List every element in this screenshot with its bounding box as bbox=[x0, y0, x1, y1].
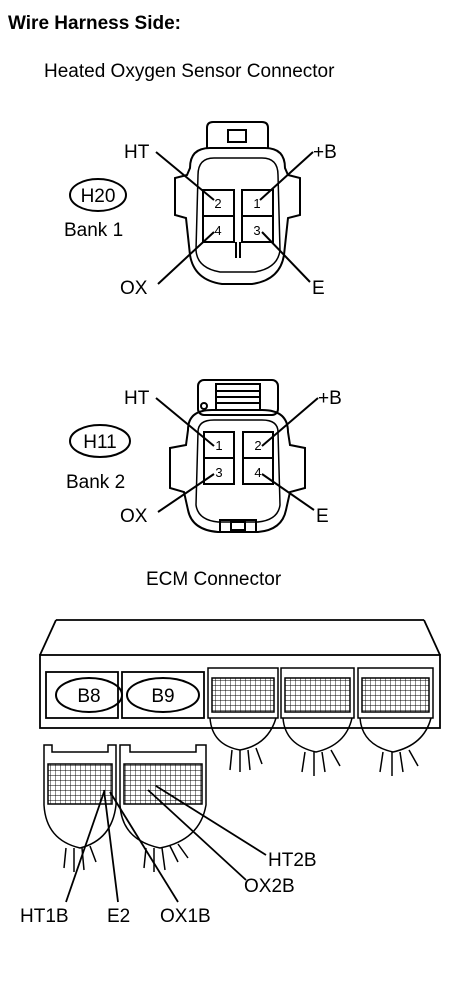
terminal-e2: E2 bbox=[107, 906, 130, 927]
bank2-code-oval bbox=[69, 424, 131, 458]
bank2-code: H11 bbox=[83, 432, 116, 453]
bank1-code: H20 bbox=[81, 186, 116, 207]
ecm-plug-c bbox=[357, 667, 434, 776]
bank1-pin-4: 4 bbox=[214, 223, 221, 238]
bank1-pin-3: 3 bbox=[253, 223, 260, 238]
terminal-ht1b: HT1B bbox=[20, 906, 69, 927]
bank1-pin-2: 2 bbox=[214, 196, 221, 211]
bank1-bank-label: Bank 1 bbox=[64, 220, 123, 241]
bank1-b-label: +B bbox=[313, 142, 337, 163]
b9-connector: B9 bbox=[126, 677, 200, 713]
ecm-plug-b bbox=[280, 667, 355, 776]
bank2-bank-label: Bank 2 bbox=[66, 472, 125, 493]
bank2-b-label: +B bbox=[318, 388, 342, 409]
ecm-plug-b9-harness bbox=[119, 744, 207, 872]
b8-connector: B8 bbox=[55, 677, 123, 713]
ecm-connector-caption: ECM Connector bbox=[146, 569, 282, 590]
bank1-ht-label: HT bbox=[124, 142, 150, 163]
bank1-ox-label: OX bbox=[120, 278, 148, 299]
bank2-pin-1: 1 bbox=[215, 438, 222, 453]
bank2-e-label: E bbox=[316, 506, 329, 527]
terminal-ht2b: HT2B bbox=[268, 850, 317, 871]
bank2-ox-label: OX bbox=[120, 506, 148, 527]
sensor-connector-caption: Heated Oxygen Sensor Connector bbox=[44, 61, 335, 82]
bank2-pin-4: 4 bbox=[254, 465, 261, 480]
bank2-ht-label: HT bbox=[124, 388, 150, 409]
page-title: Wire Harness Side: bbox=[8, 13, 182, 34]
terminal-ox1b: OX1B bbox=[160, 906, 211, 927]
ecm-plug-b8-harness bbox=[43, 744, 117, 872]
b8-label: B8 bbox=[77, 686, 100, 707]
terminal-ox2b: OX2B bbox=[244, 876, 295, 897]
bank2-pin-2: 2 bbox=[254, 438, 261, 453]
bank1-e-label: E bbox=[312, 278, 325, 299]
bank1-pin-1: 1 bbox=[253, 196, 260, 211]
ecm-plug-a bbox=[207, 667, 279, 772]
b9-label: B9 bbox=[151, 686, 174, 707]
bank2-pin-3: 3 bbox=[215, 465, 222, 480]
bank1-code-oval bbox=[69, 178, 127, 212]
